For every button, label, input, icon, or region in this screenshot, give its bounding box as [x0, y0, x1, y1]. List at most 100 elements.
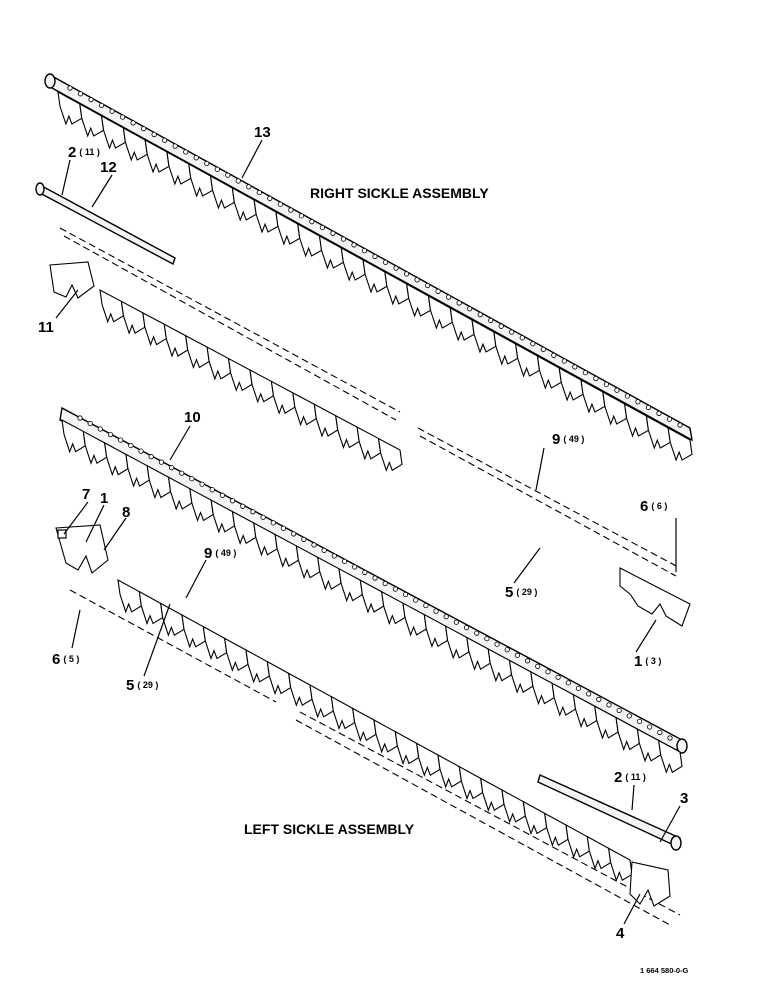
rivet-hole [382, 580, 388, 587]
callout-2-bottom: 2( 11 ) [614, 769, 646, 786]
callout-1-left: 1 [100, 490, 108, 507]
rivet-hole [256, 189, 262, 196]
rivet-hole [321, 547, 327, 554]
right-end-dashed-outline-2 [419, 435, 677, 577]
rivet-hole [118, 437, 124, 443]
rivet-hole [596, 696, 602, 702]
rivet-hole [340, 236, 347, 242]
callout-10: 10 [184, 409, 201, 426]
knife-section [99, 289, 125, 324]
rivet-hole [183, 149, 189, 155]
rivet-hole [656, 410, 662, 416]
knife-section [373, 718, 398, 754]
left-hold-down-strip [537, 774, 682, 851]
rivet-hole [109, 108, 115, 114]
rivet-hole [219, 492, 226, 498]
rivet-hole [606, 702, 612, 708]
knife-section [163, 323, 189, 358]
rivet-hole [67, 85, 73, 91]
rivet-hole [514, 652, 521, 658]
rivet-hole [361, 248, 368, 254]
rivet-hole [626, 713, 632, 719]
rivet-hole [88, 97, 94, 103]
knife-section [607, 847, 633, 882]
rivet-hole [657, 729, 663, 736]
rivet-hole [309, 219, 315, 225]
rivet-hole [586, 691, 592, 697]
rivet-hole [616, 707, 622, 714]
knife-section [458, 765, 484, 801]
callout-4: 4 [616, 925, 625, 942]
rivet-hole [98, 102, 105, 109]
right-head-section [49, 261, 95, 299]
rivet-hole [330, 230, 336, 236]
rivet-hole [362, 569, 368, 576]
callout-6-left: 6( 5 ) [52, 651, 79, 668]
rivet-hole [509, 329, 515, 335]
callout-5-right: 5( 29 ) [505, 584, 537, 601]
callout-8: 8 [122, 504, 130, 521]
knife-section [223, 637, 249, 672]
knife-section [206, 346, 232, 381]
right-sickle-assembly [35, 73, 693, 577]
rivet-hole [666, 416, 673, 422]
knife-section [185, 334, 210, 370]
rivet-hole [179, 470, 185, 476]
rivet-hole [636, 718, 643, 725]
rivet-hole [545, 669, 551, 675]
knife-section [335, 414, 360, 450]
rivet-hole [477, 312, 483, 318]
rivet-hole [561, 358, 567, 364]
rivet-hole [240, 503, 246, 509]
rivet-hole [107, 431, 114, 438]
rivet-hole [341, 558, 348, 565]
knife-section [522, 800, 548, 836]
knife-section [266, 660, 292, 696]
leader-lines [55, 139, 681, 925]
left-sickle-bar [59, 406, 688, 754]
rivet-hole [77, 91, 84, 97]
rivet-hole [319, 224, 326, 231]
knife-section [120, 300, 146, 335]
right-bar-dashed-outline-2 [63, 235, 397, 421]
right-bar-dashed-outline [59, 227, 401, 413]
rivet-hole [498, 323, 504, 329]
rivet-hole [267, 195, 273, 201]
rivet-hole [677, 422, 683, 428]
rivet-hole [519, 335, 525, 341]
callout-7: 7 [82, 486, 90, 503]
rivet-hole [298, 213, 304, 219]
rivet-hole [172, 143, 178, 149]
rivet-hole [301, 536, 307, 542]
knife-section [249, 369, 275, 404]
callout-3: 3 [680, 790, 688, 807]
right-sickle-sections [57, 90, 693, 462]
rivet-hole [414, 277, 420, 283]
knife-section [292, 391, 317, 427]
knife-section [415, 742, 441, 777]
left-loose-sections [117, 578, 633, 882]
rivet-hole [474, 630, 480, 636]
rivet-hole [148, 454, 154, 460]
rivet-hole [467, 306, 473, 312]
rivet-hole [402, 591, 409, 598]
rivet-hole [291, 531, 297, 537]
rivet-hole [433, 608, 439, 614]
knife-section [586, 835, 612, 871]
rivet-hole [524, 658, 531, 664]
rivet-hole [603, 381, 609, 387]
callout-2-top: 2( 11 ) [68, 144, 100, 161]
rivet-hole [168, 465, 175, 471]
knife-section [287, 672, 313, 707]
right-sickle-rivets [67, 85, 683, 428]
rivet-hole [250, 509, 256, 515]
knife-section [394, 730, 420, 766]
rivet-hole [209, 487, 215, 493]
rivet-hole [488, 317, 494, 324]
rivet-hole [540, 346, 546, 353]
knife-section [437, 753, 462, 789]
rivet-hole [382, 259, 389, 265]
right-end-loose-sections [619, 567, 691, 627]
rivet-hole [555, 674, 561, 680]
